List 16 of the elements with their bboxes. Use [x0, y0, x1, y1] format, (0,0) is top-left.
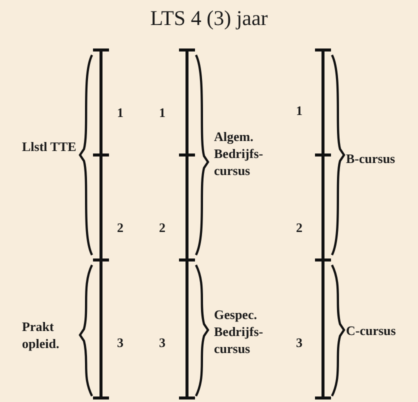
text-label: Gespec. Bedrijfs- cursus — [214, 306, 264, 357]
number-label: 3 — [159, 334, 166, 351]
text-label: C-cursus — [346, 322, 397, 339]
number-label: 3 — [296, 334, 304, 351]
number-label: 1 — [159, 104, 166, 121]
text-label: Llstl TTE — [22, 138, 78, 155]
text-label: B-cursus — [346, 150, 396, 167]
number-label: 3 — [117, 334, 124, 351]
text-label: Prakt opleid. — [22, 318, 60, 352]
number-label: 2 — [296, 219, 304, 236]
number-label: 2 — [117, 219, 124, 236]
number-label: 1 — [117, 104, 124, 121]
title: LTS 4 (3) jaar — [149, 6, 269, 31]
number-label: 2 — [159, 219, 166, 236]
number-label: 1 — [296, 102, 304, 119]
text-label: Algem. Bedrijfs- cursus — [214, 128, 264, 179]
